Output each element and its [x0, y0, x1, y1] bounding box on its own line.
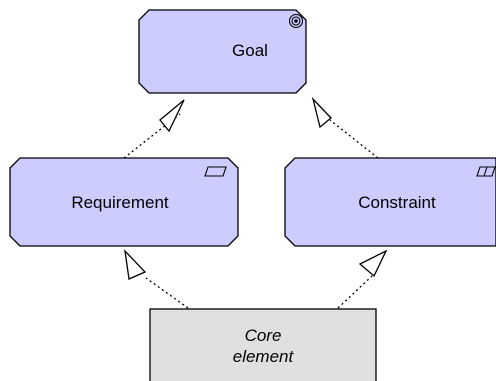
goal-label: Goal	[232, 41, 268, 60]
constraint-node[interactable]: Constraint	[284, 157, 496, 247]
goal-target-icon	[288, 13, 304, 29]
arrowhead-core-constraint	[358, 249, 388, 278]
core-label-line1: Core	[245, 326, 282, 345]
core-label-line2: element	[233, 347, 295, 366]
constraint-label: Constraint	[358, 193, 436, 212]
goal-node[interactable]: Goal	[138, 9, 307, 94]
core-element-node[interactable]: Core element	[149, 308, 377, 381]
arrowhead-core-requirement	[124, 249, 147, 280]
arrowhead-constraint-goal	[311, 96, 332, 129]
edge-constraint-to-goal	[329, 119, 379, 159]
requirement-node[interactable]: Requirement	[9, 157, 239, 247]
requirement-parallelogram-icon	[204, 166, 227, 177]
edge-core-to-constraint	[337, 275, 373, 309]
requirement-label: Requirement	[71, 193, 169, 212]
edge-core-to-requirement	[145, 277, 189, 309]
arrowhead-requirement-goal	[159, 99, 185, 133]
constraint-parallelogram-icon	[476, 166, 496, 177]
edge-requirement-to-goal	[123, 113, 181, 159]
